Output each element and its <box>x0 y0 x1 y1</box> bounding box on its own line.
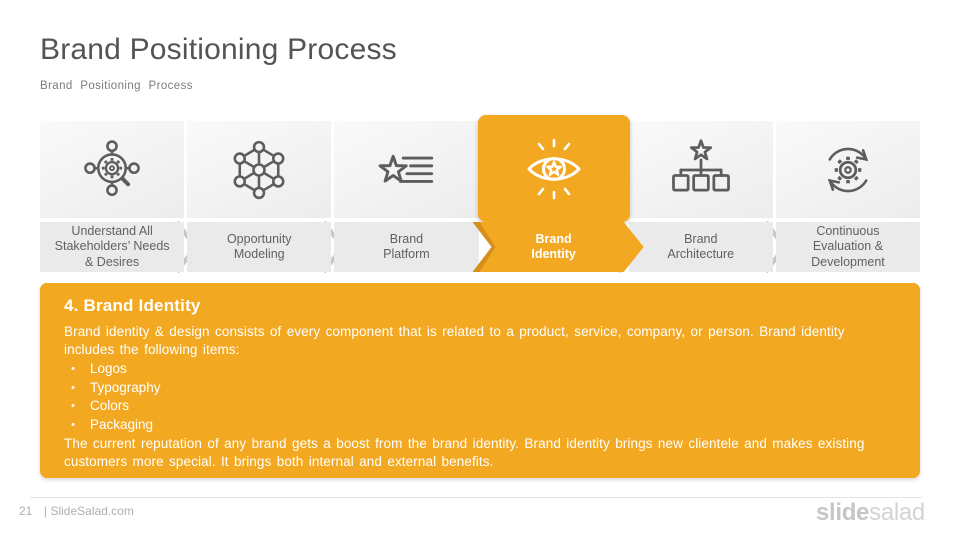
step-5-tile <box>628 121 773 218</box>
bullet-icon: • <box>71 400 75 412</box>
detail-paragraph-1: Brand identity & design consists of ever… <box>64 324 845 357</box>
step-5-label: Brand Architecture <box>628 222 773 272</box>
footer-site-text: | SlideSalad.com <box>44 504 134 518</box>
logo-light-part: salad <box>869 499 925 526</box>
process-step-6: Continuous Evaluation & Development <box>761 121 921 274</box>
page-title: Brand Positioning Process <box>40 33 397 66</box>
logo-bold-part: slide <box>815 499 870 526</box>
stakeholders-analysis-icon <box>79 137 145 203</box>
network-nodes-icon <box>226 137 292 203</box>
footer-divider <box>30 497 922 498</box>
bullet-icon: • <box>71 363 75 375</box>
bullet-text: Packaging <box>90 416 154 432</box>
eye-star-icon <box>518 133 590 205</box>
process-step-2: Opportunity Modeling <box>173 121 332 274</box>
step-6-tile <box>775 121 921 218</box>
page-number: 21 <box>19 504 33 518</box>
process-step-1: Understand All Stakeholders’ Needs & Des… <box>40 121 185 272</box>
step-6-label: Continuous Evaluation & Development <box>775 222 921 272</box>
detail-paragraph-2: The current reputation of any brand gets… <box>64 436 865 469</box>
step-1-tile <box>40 121 185 218</box>
process-step-3: Brand Platform <box>320 121 479 274</box>
bullet-icon: • <box>71 381 75 394</box>
list-item: • Typography <box>64 379 896 398</box>
bullet-text: Logos <box>90 361 127 376</box>
brand-identity-detail-box: 4. Brand Identity Brand identity & desig… <box>40 283 920 478</box>
step-3-tile <box>334 121 479 218</box>
list-item: • Colors <box>64 397 896 416</box>
process-step-4: Brand Identity <box>472 115 626 272</box>
process-step-5: Brand Architecture <box>614 121 773 274</box>
process-strip: Understand All Stakeholders’ Needs & Des… <box>40 115 921 274</box>
bullet-text: Colors <box>90 398 130 413</box>
step-3-label: Brand Platform <box>334 222 479 272</box>
list-item: • Logos <box>64 360 896 379</box>
detail-bullet-list: • Logos • Typography • Colors • Packagin… <box>64 360 896 434</box>
bullet-icon: • <box>71 418 75 431</box>
hierarchy-star-icon <box>668 137 734 203</box>
step-4-label: Brand Identity <box>531 231 576 261</box>
bullet-text: Typography <box>90 379 161 395</box>
step-4-tile <box>477 115 630 222</box>
gear-refresh-icon <box>815 137 881 203</box>
step-2-tile <box>187 121 332 218</box>
list-item: • Packaging <box>64 416 896 435</box>
step-1-label: Understand All Stakeholders’ Needs & Des… <box>40 222 185 272</box>
page-subtitle: Brand Positioning Process <box>40 80 193 92</box>
step-2-label: Opportunity Modeling <box>187 222 332 272</box>
detail-heading: 4. Brand Identity <box>64 296 201 315</box>
star-lines-icon <box>373 137 439 203</box>
slidesalad-logo: slidesalad <box>816 499 925 527</box>
